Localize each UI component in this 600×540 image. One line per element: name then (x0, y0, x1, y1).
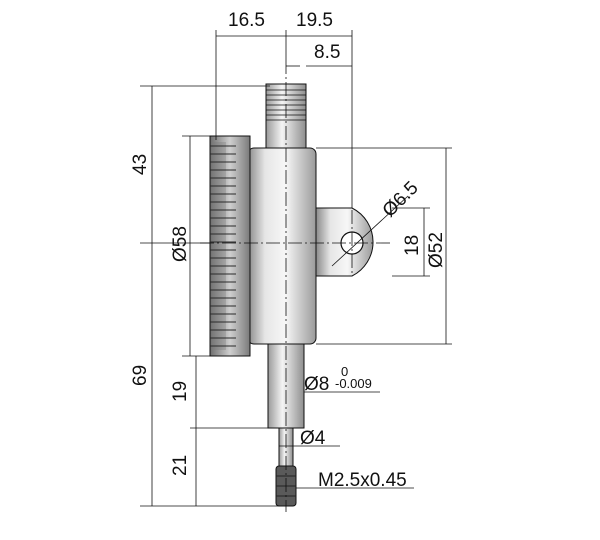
dim-hole-diameter: Ø6.5 (379, 178, 423, 222)
dim-bezel-diameter: Ø58 (170, 226, 191, 262)
indicator-part (200, 60, 392, 512)
dim-thread: M2.5x0.45 (318, 470, 407, 491)
dim-upper-height: 43 (130, 154, 151, 175)
dim-total-height: 69 (130, 365, 151, 386)
dim-stem-tol-lower: -0.009 (335, 376, 372, 391)
dim-spindle-length: 21 (170, 455, 191, 476)
dim-lug-height: 18 (402, 235, 423, 256)
dimension-lines (140, 30, 452, 507)
dim-stem-diameter: Ø8 (304, 374, 329, 395)
dim-body-diameter: Ø52 (426, 232, 447, 268)
dim-lug-offset: 8.5 (314, 42, 340, 63)
bezel (209, 135, 251, 357)
bezel-knurling (210, 145, 236, 347)
dim-stem-length: 19 (170, 381, 191, 402)
dimension-labels: 16.5 19.5 8.5 43 69 Ø58 19 21 Ø6.5 18 Ø5… (130, 10, 447, 491)
dim-spindle-diameter: Ø4 (300, 428, 326, 449)
dim-stem-tol-upper: 0 (341, 364, 348, 379)
dim-width-left: 16.5 (228, 10, 265, 31)
main-body (247, 147, 317, 345)
dim-width-right: 19.5 (296, 10, 333, 31)
